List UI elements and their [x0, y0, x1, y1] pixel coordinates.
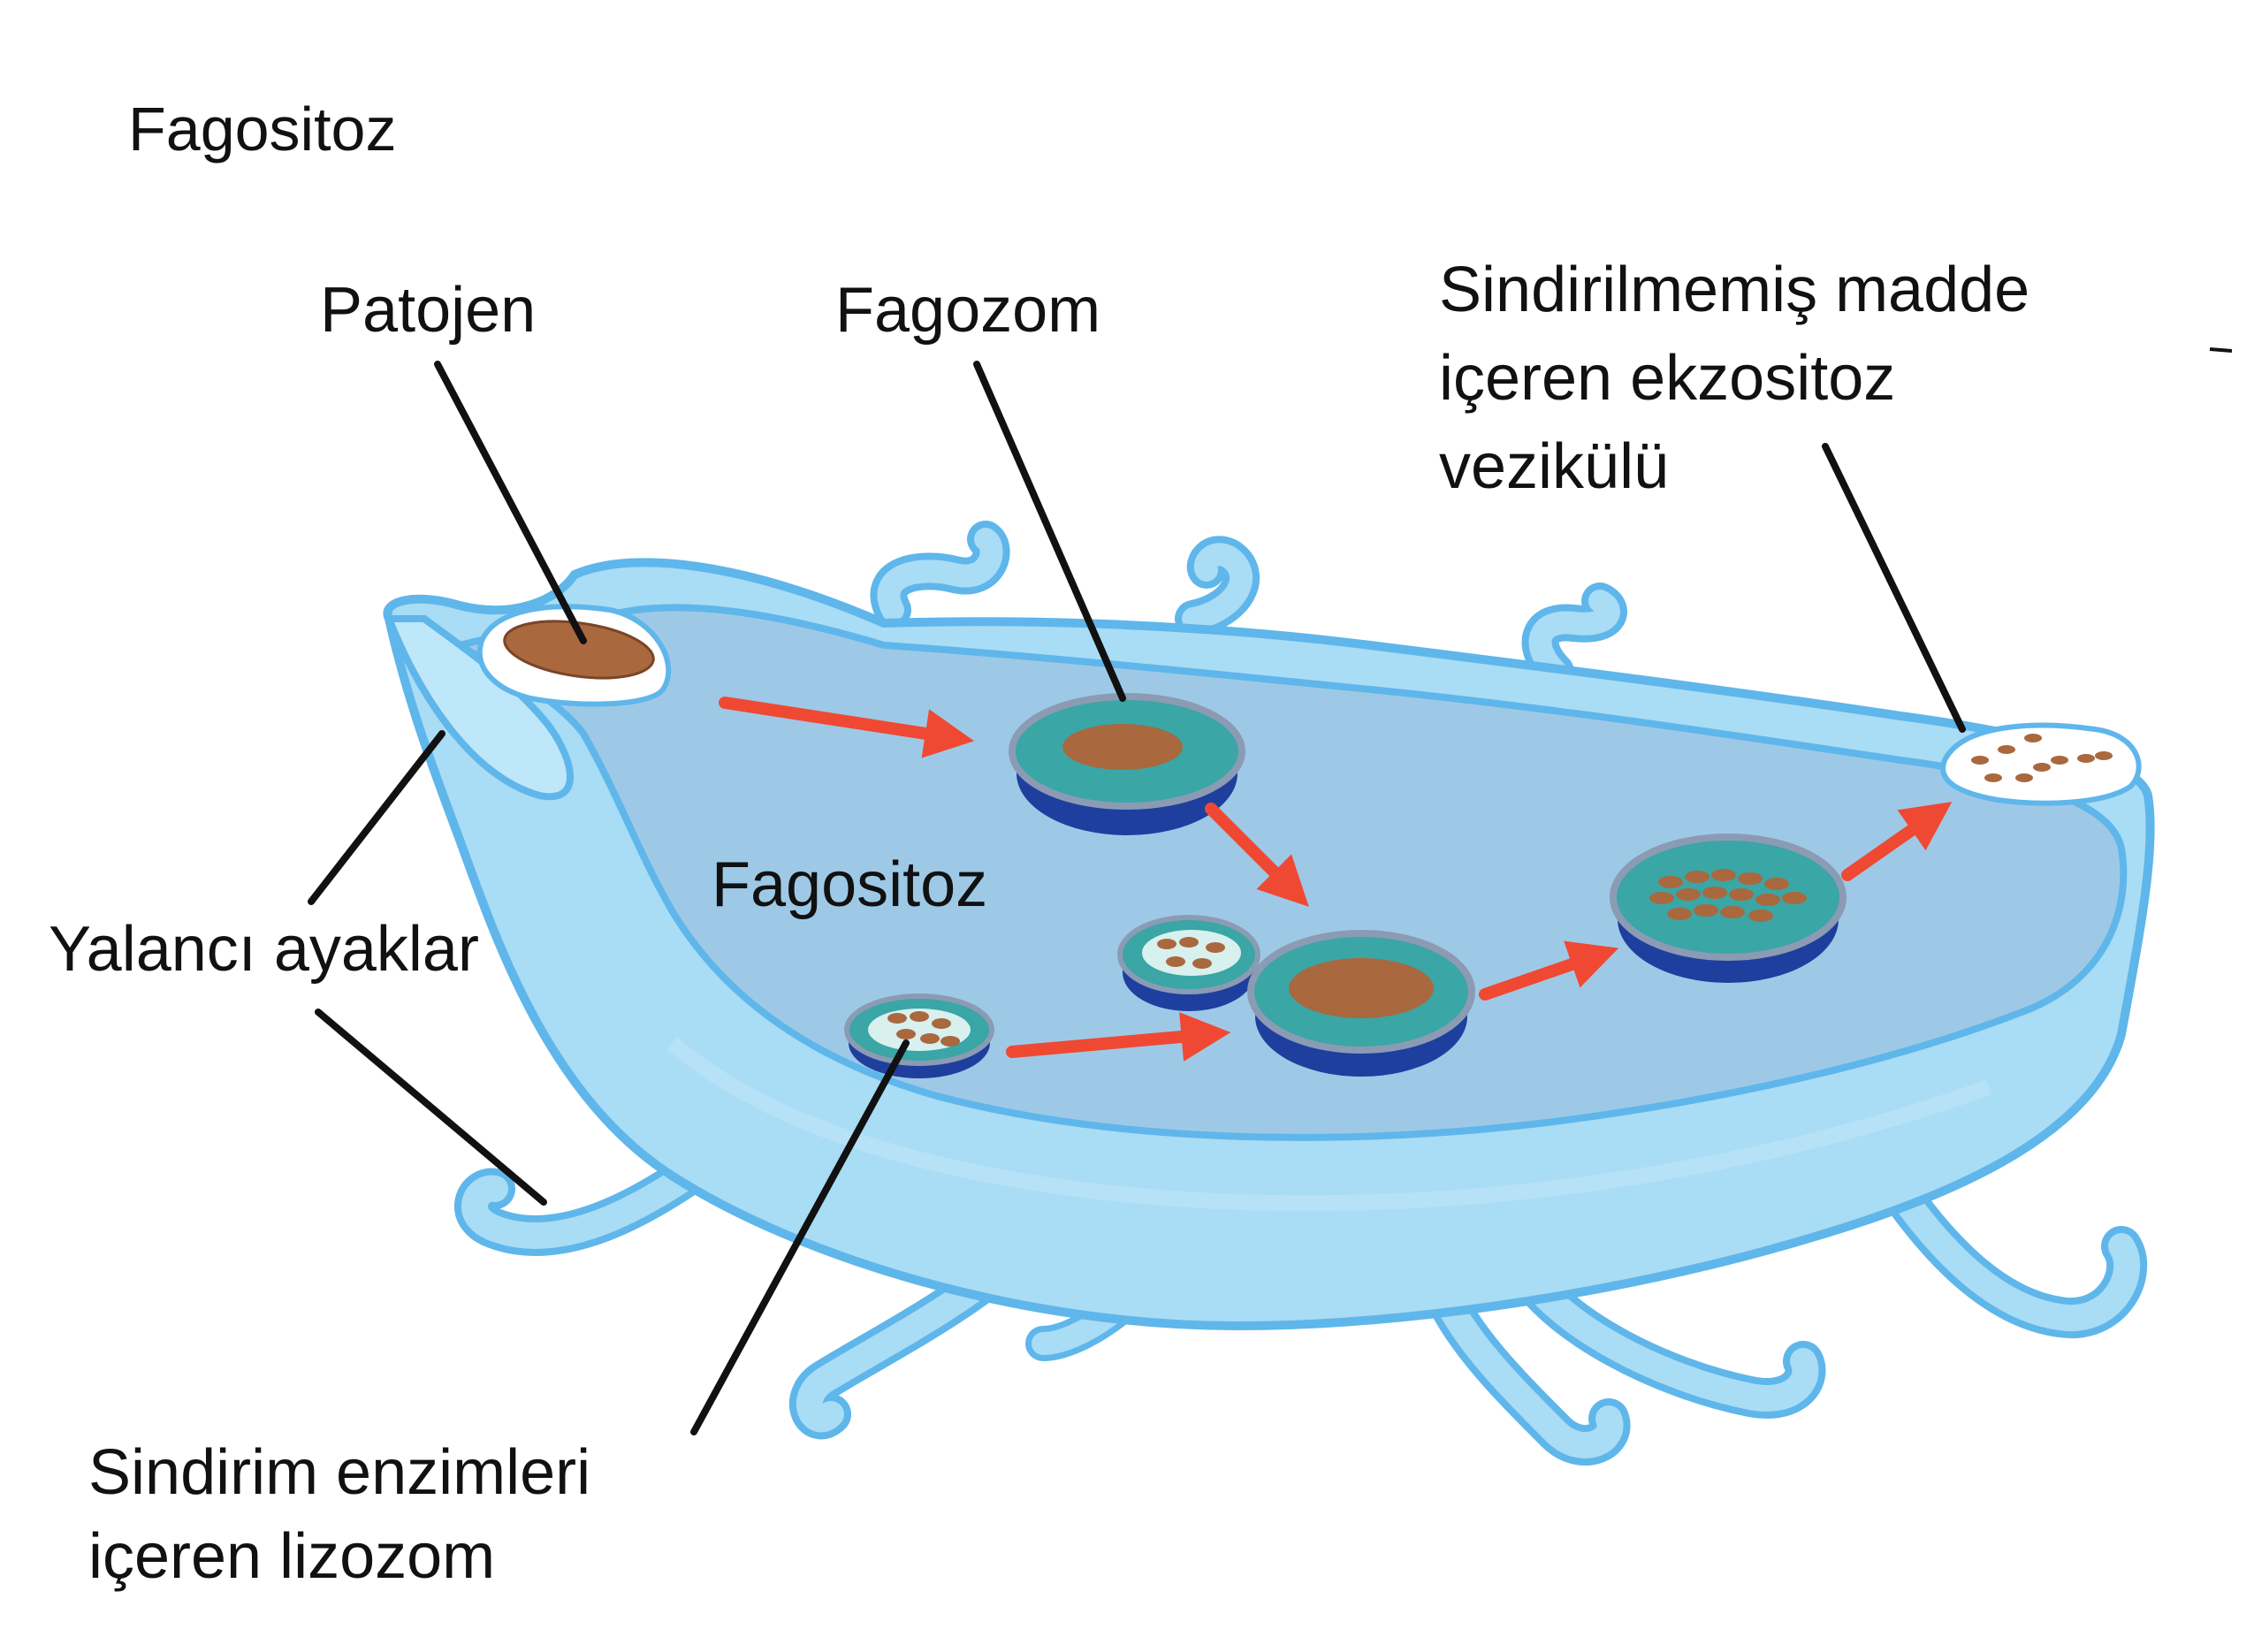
arrow-phagolysosome-to-exocytosis [1841, 802, 1953, 881]
leader-phagosome [973, 361, 1126, 702]
fusing-lysosome [1117, 915, 1260, 1011]
pathogen-pocket [476, 604, 672, 707]
pathogen [503, 620, 655, 680]
phagolysosome-forming [1247, 930, 1475, 1077]
exocytosis-vesicle [1940, 722, 2142, 806]
label-phagosome: Fagozom [835, 275, 1100, 346]
label-pseudopods: Yalancı ayaklar [49, 914, 479, 985]
label-lysosome-line2: içeren lizozom [88, 1521, 495, 1592]
label-pathogen: Patojen [320, 275, 536, 346]
label-exocytosis-line1: Sindirilmemiş madde [1439, 255, 2029, 325]
leader-pathogen [434, 361, 587, 644]
phagosome-vesicle [1009, 693, 1245, 835]
leader-exocytosis [1822, 443, 1966, 733]
label-phagocytosis: Fagositoz [712, 849, 987, 920]
label-lysosome-line1: Sindirim enzimleri [88, 1437, 590, 1508]
arrow-pathogen-to-phagosome [719, 697, 975, 758]
cell-rim [666, 1037, 1992, 1212]
lysosome-vesicle [844, 993, 994, 1078]
arrow-fusion-to-phagolysosome [1479, 940, 1619, 1001]
process-arrows [719, 697, 1953, 1062]
edge-mark [2209, 347, 2233, 353]
arrow-phagosome-to-fusion [1205, 803, 1309, 907]
leader-pseudopod-lower [315, 1009, 547, 1206]
leader-lysosome [690, 1039, 910, 1435]
leader-lines [308, 361, 1966, 1435]
label-exocytosis-line2: içeren ekzositoz [1439, 343, 1895, 414]
phagolysosome [1610, 834, 1847, 983]
diagram-title: Fagositoz [128, 95, 396, 164]
label-exocytosis-line3: vezikülü [1439, 431, 1669, 502]
leader-pseudopod-upper [308, 730, 445, 905]
arrow-lysosome-to-fusion [1006, 1012, 1231, 1062]
